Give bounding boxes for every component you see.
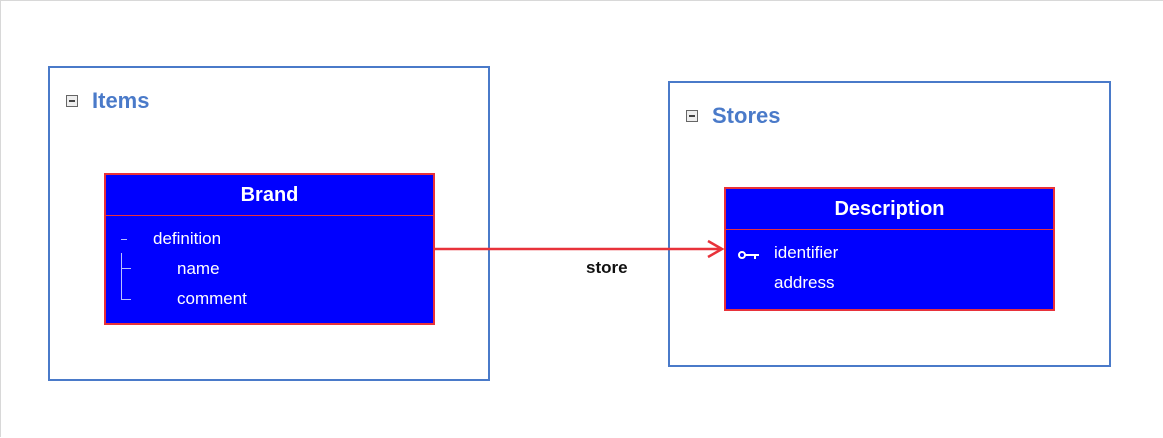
group-stores-header: Stores bbox=[686, 103, 780, 129]
collapse-icon[interactable] bbox=[686, 110, 698, 122]
tree-branch-name bbox=[121, 268, 131, 269]
group-stores-title: Stores bbox=[712, 103, 781, 128]
entity-description-title: Description bbox=[726, 189, 1053, 230]
attribute-definition: definition bbox=[153, 229, 222, 248]
entity-brand-title: Brand bbox=[106, 175, 433, 216]
group-items-header: Items bbox=[66, 88, 149, 114]
collapse-icon[interactable] bbox=[66, 95, 78, 107]
tree-branch-comment bbox=[121, 299, 131, 300]
key-icon bbox=[738, 251, 759, 259]
attribute-identifier: identifier bbox=[774, 243, 839, 262]
attribute-comment: comment bbox=[177, 289, 247, 308]
attribute-address: address bbox=[774, 273, 835, 292]
relationship-label: store bbox=[586, 258, 628, 277]
tree-dash bbox=[121, 239, 127, 240]
entity-description[interactable]: Description identifier address bbox=[724, 187, 1055, 311]
arrow-head-icon bbox=[707, 239, 725, 259]
tree-branch-vertical bbox=[121, 253, 122, 299]
entity-brand[interactable]: Brand definition name comment bbox=[104, 173, 435, 325]
group-items-title: Items bbox=[92, 88, 150, 113]
attribute-name: name bbox=[177, 259, 220, 278]
